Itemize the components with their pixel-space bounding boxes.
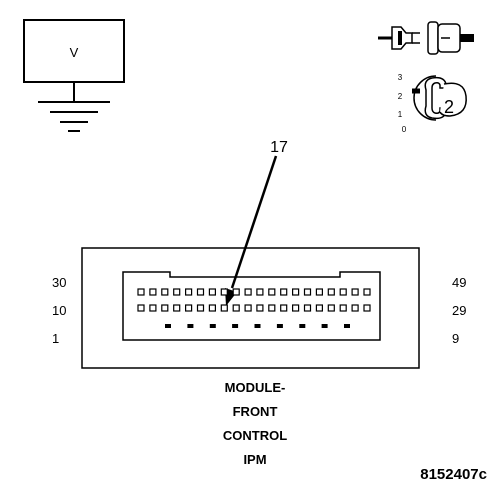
row-label-left-bottom: 1	[52, 331, 60, 346]
ignition-position-3: 3	[398, 73, 403, 82]
connector-disconnect-icon	[378, 21, 474, 55]
ignition-key-icon: 2 3 2 1 0	[398, 73, 467, 134]
row-label-left-top: 30	[52, 275, 67, 290]
connector-body	[81, 247, 420, 369]
module-caption-line-1: MODULE-	[224, 380, 286, 395]
connector-pin	[137, 288, 145, 296]
connector-pin	[149, 288, 157, 296]
connector-pin	[208, 288, 216, 296]
ignition-step-number: 2	[444, 97, 454, 117]
connector-pin	[351, 304, 359, 312]
connector-pin	[268, 288, 276, 296]
voltmeter-label: V	[70, 45, 79, 60]
connector-pin	[185, 288, 193, 296]
connector-pin	[315, 304, 323, 312]
voltmeter-symbol: V	[23, 19, 125, 102]
row-label-left-middle: 10	[52, 303, 67, 318]
connector-pin	[339, 304, 347, 312]
connector-pin	[315, 288, 323, 296]
pin-row-middle	[137, 304, 371, 312]
connector-pin	[196, 288, 205, 296]
ignition-position-2: 2	[398, 92, 403, 101]
module-caption-line-4: IPM	[243, 452, 267, 467]
connector-pin	[299, 324, 306, 328]
connector-pin	[280, 304, 288, 312]
connector-pin	[232, 288, 240, 296]
connector-pin	[232, 304, 240, 312]
ignition-position-1: 1	[398, 110, 403, 119]
connector-pin	[321, 324, 328, 328]
connector-pin	[280, 288, 288, 296]
figure-id: 8152407c	[420, 466, 487, 483]
connector-pin	[187, 324, 194, 328]
connector-pin	[303, 304, 312, 312]
connector-pin	[244, 304, 252, 312]
connector-pin	[339, 288, 347, 296]
connector-pin	[137, 304, 145, 312]
connector-pin	[327, 304, 335, 312]
pin-row-top	[137, 288, 371, 296]
connector-pin	[209, 324, 216, 328]
connector-pin	[220, 304, 228, 312]
connector-pin	[254, 324, 261, 328]
connector-pin	[208, 304, 216, 312]
row-label-right-top: 49	[452, 275, 467, 290]
pin-row-bottom	[165, 324, 350, 328]
module-caption-line-3: CONTROL	[222, 428, 288, 443]
connector-pin	[363, 304, 371, 312]
connector-pin	[268, 304, 276, 312]
connector-pin	[276, 324, 283, 328]
connector-pin	[196, 304, 205, 312]
connector-pin	[363, 288, 371, 296]
connector-pin	[185, 304, 193, 312]
connector-pin	[161, 304, 169, 312]
ignition-position-0: 0	[402, 125, 407, 134]
connector-pin	[220, 288, 228, 296]
connector-pin	[256, 304, 264, 312]
row-label-right-middle: 29	[452, 303, 467, 318]
connector-pin	[256, 288, 264, 296]
callout-pin-number: 17	[270, 139, 288, 156]
connector-pin	[165, 324, 171, 328]
module-caption-line-2: FRONT	[232, 404, 278, 419]
pin-callout: 17	[225, 139, 288, 306]
connector-pin	[303, 288, 312, 296]
connector-pin	[173, 288, 181, 296]
connector-pin	[232, 324, 239, 328]
connector-pin	[351, 288, 359, 296]
connector-pin	[327, 288, 335, 296]
connector-pin	[173, 304, 181, 312]
connector-pin	[292, 304, 300, 312]
connector-pin	[292, 288, 300, 296]
connector-inner-housing	[122, 271, 381, 341]
ground-icon	[38, 101, 110, 132]
connector-pin	[149, 304, 157, 312]
row-label-right-bottom: 9	[452, 331, 460, 346]
connector-outer-frame	[81, 247, 420, 369]
connector-pin	[244, 288, 252, 296]
connector-pin	[344, 324, 350, 328]
connector-pin	[161, 288, 169, 296]
